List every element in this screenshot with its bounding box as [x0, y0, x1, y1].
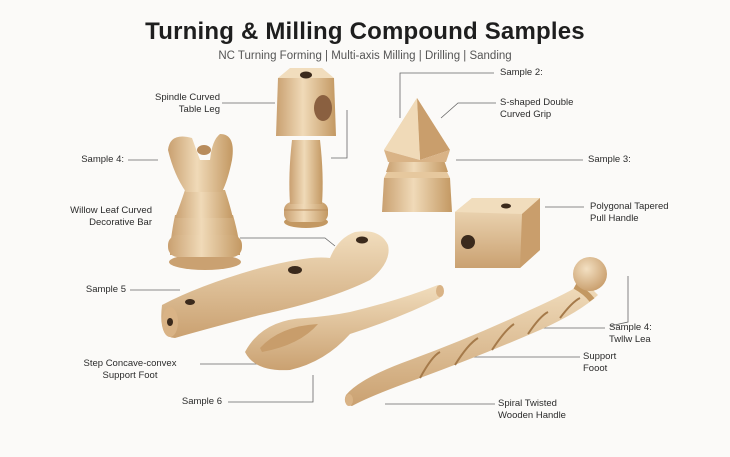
label-sample-6: Sample 6 — [181, 396, 222, 407]
label-line: Wooden Handle — [498, 410, 566, 421]
label-sample-3: Sample 3: — [588, 154, 631, 165]
label-line: Step Concave-convex — [83, 358, 177, 369]
label-line: Pull Handle — [590, 213, 639, 224]
spindle-leg-sample — [168, 134, 242, 270]
label-step-foot: Step Concave-convex Support Foot — [60, 358, 200, 382]
label-line: Support — [583, 351, 617, 362]
label-polygonal: Polygonal Tapered Pull Handle — [590, 201, 669, 225]
leaf-spoon-sample — [245, 285, 444, 371]
label-line: Sample 4: — [609, 322, 652, 333]
label-sample-4-left: Sample 4: — [81, 154, 124, 165]
label-support: Support Fooot — [583, 351, 616, 375]
label-sample-2: Sample 2: — [500, 67, 543, 78]
willow-hook-bar-sample — [161, 231, 389, 338]
label-line: Fooot — [583, 363, 608, 374]
leader-lines — [128, 72, 629, 405]
label-spiral: Spiral Twisted Wooden Handle — [498, 398, 566, 422]
label-line: Decorative Bar — [89, 217, 152, 228]
label-line: Table Leg — [178, 104, 220, 115]
label-line: Willow Leaf Curved — [70, 205, 152, 216]
label-line: Support Foot — [102, 370, 158, 381]
label-willow: Willow Leaf Curved Decorative Bar — [70, 205, 152, 229]
page-title: Turning & Milling Compound Samples — [145, 18, 585, 45]
polygonal-pull-handle-sample — [455, 198, 540, 268]
label-sample-5: Sample 5 — [85, 284, 126, 295]
label-s-grip: S-shaped Double Curved Grip — [500, 97, 573, 121]
label-spindle-leg: Spindle Curved Table Leg — [155, 92, 220, 116]
label-line: Spiral Twisted — [498, 398, 557, 409]
label-line: Spindle Curved — [155, 92, 220, 103]
tall-spindle-sample — [276, 68, 336, 228]
page-subtitle: NC Turning Forming | Multi-axis Milling … — [218, 50, 512, 62]
label-sample-4-right: Sample 4: Twllw Lea — [609, 322, 652, 346]
label-line: Polygonal Tapered — [590, 201, 669, 212]
label-line: Twllw Lea — [609, 334, 651, 345]
spiral-handle-sample — [344, 257, 607, 406]
label-line: Curved Grip — [500, 109, 552, 120]
cone-hex-sample — [382, 98, 452, 212]
label-line: S-shaped Double — [500, 97, 574, 108]
